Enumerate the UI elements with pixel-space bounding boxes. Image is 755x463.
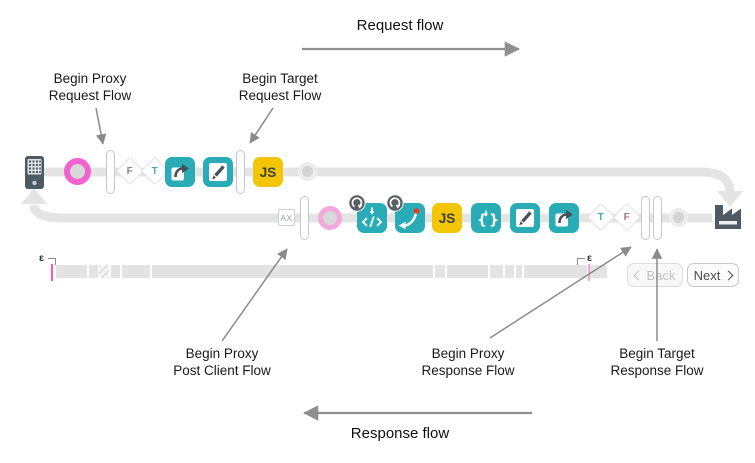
condition-true-label: T	[151, 165, 159, 177]
clockwise-arrow-glyph	[348, 194, 366, 212]
timeline-end-tick	[588, 264, 590, 281]
next-button-label: Next	[693, 267, 721, 283]
proxy-request-flow-boundary[interactable]	[106, 150, 115, 194]
policy-callout-icon[interactable]	[549, 203, 579, 233]
condition-false-diamond[interactable]: F	[612, 202, 642, 232]
target-factory-icon[interactable]	[712, 202, 745, 237]
timeline-start-tick	[51, 264, 53, 281]
paper-forward-arrow-glyph	[555, 209, 573, 227]
response-start-marker[interactable]	[318, 206, 342, 230]
paper-pencil-glyph	[209, 163, 227, 181]
timeline-epsilon-right: ε	[587, 252, 592, 264]
paper-pencil-glyph	[516, 209, 534, 227]
policy-braces-icon[interactable]: { }	[471, 203, 501, 233]
policy-javascript-icon[interactable]: JS	[432, 203, 462, 233]
timeline-epsilon-left: ε	[39, 252, 44, 264]
timeline-segment[interactable]	[152, 265, 433, 278]
condition-false-label: F	[623, 211, 631, 223]
clockwise-arrow-glyph	[386, 194, 404, 212]
annotation-line1: Begin Target	[242, 71, 318, 86]
policy-callout-icon[interactable]	[165, 157, 195, 187]
pointer-target-request	[249, 107, 274, 144]
timeline-segment[interactable]	[589, 265, 607, 278]
curly-braces-glyph: { }	[477, 210, 499, 229]
timeline-segment[interactable]	[89, 265, 98, 278]
condition-false-diamond[interactable]: F	[115, 156, 145, 186]
annotation-line2: Response Flow	[610, 363, 704, 379]
target-request-flow-boundary[interactable]	[236, 150, 245, 194]
timeline-segment[interactable]	[505, 265, 514, 278]
client-phone-icon[interactable]	[25, 156, 44, 194]
policy-edit-icon[interactable]	[203, 157, 233, 187]
post-client-flow-boundary[interactable]	[300, 196, 309, 240]
target-response-flow-boundary[interactable]	[653, 196, 662, 240]
annotation-line1: Begin Proxy	[53, 71, 127, 86]
condition-true-diamond[interactable]: T	[586, 202, 616, 232]
timeline-segment[interactable]	[56, 265, 87, 278]
chevron-left-icon	[633, 270, 643, 281]
timeline-segment[interactable]	[435, 265, 445, 278]
pointer-proxy-request	[95, 107, 107, 145]
timeline-bracket-right	[577, 258, 585, 265]
request-flow-end-marker[interactable]	[298, 162, 317, 181]
chevron-right-icon	[723, 270, 734, 281]
timeline-segment[interactable]	[524, 265, 587, 278]
timeline-track[interactable]	[55, 265, 607, 278]
annotation-line1: Begin Proxy	[185, 346, 259, 361]
annotation-line1: Begin Proxy	[431, 346, 505, 361]
js-label: JS	[259, 164, 277, 180]
svg-text:}: }	[489, 213, 499, 229]
js-label: JS	[438, 210, 456, 226]
pointer-proxy-response	[489, 246, 632, 339]
timeline-bracket-left	[48, 258, 56, 265]
response-flow-end-marker[interactable]	[669, 208, 688, 227]
annotation-line2: Request Flow	[48, 88, 132, 104]
annotation-begin-proxy-post-client-flow: Begin Proxy Post Client Flow	[147, 345, 297, 380]
analytics-step[interactable]: AX	[278, 209, 295, 226]
timeline-segment[interactable]	[111, 265, 120, 278]
annotation-begin-target-request-flow: Begin Target Request Flow	[210, 70, 350, 105]
timeline-segment[interactable]	[490, 265, 503, 278]
annotation-begin-proxy-response-flow: Begin Proxy Response Flow	[393, 345, 543, 380]
pointer-post-client	[221, 248, 288, 342]
condition-false-label: F	[126, 165, 134, 177]
back-button[interactable]: Back	[627, 263, 683, 287]
policy-edit-icon[interactable]	[510, 203, 540, 233]
paper-forward-arrow-glyph	[171, 163, 189, 181]
timeline-segment[interactable]	[122, 265, 150, 278]
annotation-line1: Begin Target	[619, 346, 695, 361]
condition-true-label: T	[597, 211, 605, 223]
proxy-response-flow-boundary[interactable]	[641, 196, 650, 240]
timeline-segment[interactable]	[447, 265, 488, 278]
smartphone-glyph	[25, 156, 44, 189]
back-button-label: Back	[646, 267, 676, 283]
request-flow-label: Request flow	[356, 17, 444, 34]
annotation-line2: Response Flow	[421, 363, 515, 379]
replay-badge-icon	[386, 194, 404, 212]
condition-true-diamond[interactable]: T	[140, 156, 170, 186]
replay-badge-icon	[348, 194, 366, 212]
annotation-begin-proxy-request-flow: Begin Proxy Request Flow	[20, 70, 160, 105]
request-start-marker[interactable]	[64, 158, 91, 185]
annotation-line2: Request Flow	[238, 88, 322, 104]
annotation-begin-target-response-flow: Begin Target Response Flow	[582, 345, 732, 380]
policy-javascript-icon[interactable]: JS	[253, 157, 283, 187]
response-flow-label: Response flow	[350, 425, 450, 442]
timeline-segment[interactable]	[516, 265, 522, 278]
ax-label: AX	[280, 212, 293, 223]
timeline-segment[interactable]	[99, 265, 109, 278]
next-button[interactable]: Next	[687, 263, 739, 287]
factory-glyph	[715, 205, 741, 229]
annotation-line2: Post Client Flow	[173, 363, 271, 379]
